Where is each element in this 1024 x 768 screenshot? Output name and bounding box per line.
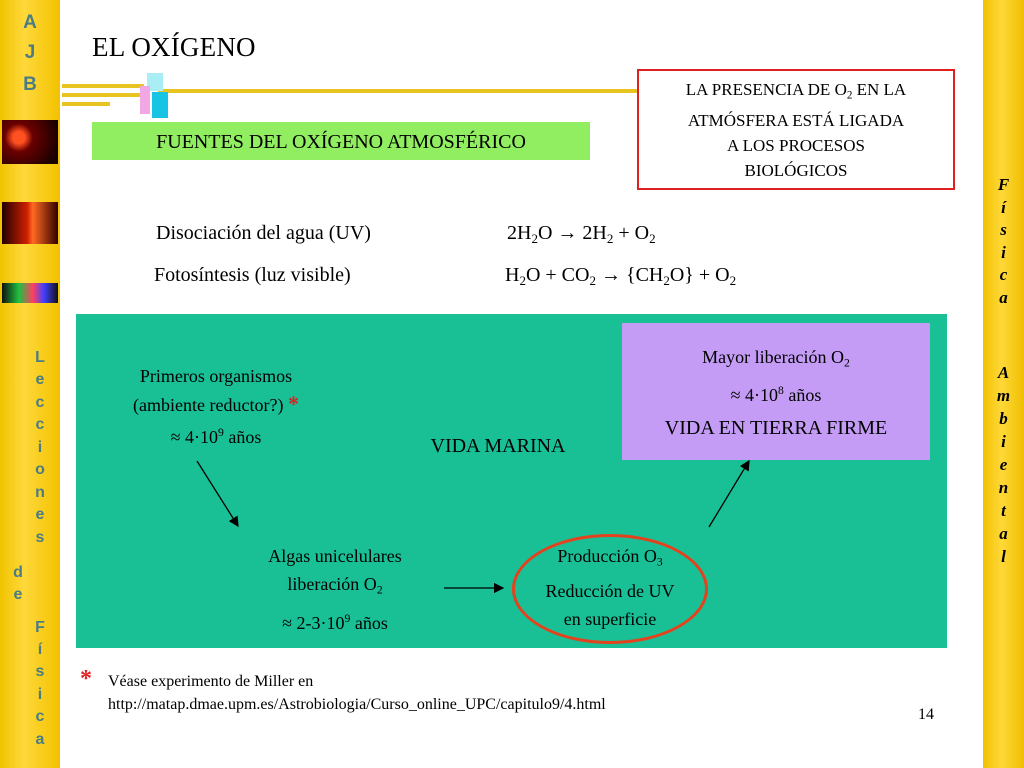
sidebar-char: í	[37, 641, 43, 658]
note-line: A LOS PROCESOS	[727, 136, 865, 156]
reaction1-equation: 2H2O → 2H2 + O2	[507, 222, 656, 246]
logo-letter: B	[23, 74, 37, 95]
reaction1-label: Disociación del agua (UV)	[156, 222, 371, 244]
sidebar-char: i	[1001, 432, 1006, 451]
sidebar-char: m	[996, 386, 1011, 405]
page-number: 14	[918, 706, 934, 723]
reaction2-label: Fotosíntesis (luz visible)	[154, 264, 351, 286]
right-sidebar: F í s i c a A m b i e n t a l	[983, 0, 1024, 768]
thumbnail-image	[2, 120, 58, 164]
sidebar-char: n	[35, 484, 45, 501]
sidebar-char: a	[999, 524, 1008, 543]
footnote-link[interactable]: http://matap.dmae.upm.es/Astrobiologia/C…	[108, 696, 606, 713]
note-box: LA PRESENCIA DE O2 EN LA ATMÓSFERA ESTÁ …	[637, 69, 955, 190]
subtitle-label: FUENTES DEL OXÍGENO ATMOSFÉRICO	[92, 122, 590, 160]
land-life-panel	[622, 323, 930, 460]
left-sidebar: A J B L e c c i o n e s d e F í s i c a	[0, 0, 60, 768]
sidebar-char: n	[998, 478, 1009, 497]
thumbnail-image	[2, 202, 58, 244]
sidebar-char: i	[1001, 243, 1006, 262]
sidebar-char: c	[35, 416, 45, 433]
sidebar-char: c	[999, 265, 1008, 284]
sidebar-char: c	[35, 394, 45, 411]
deco-square	[152, 92, 168, 118]
sidebar-char: A	[997, 363, 1010, 382]
divider	[62, 84, 144, 88]
marine-life-label: VIDA MARINA	[430, 435, 566, 457]
footnote: Véase experimento de Miller en http://ma…	[108, 670, 606, 716]
sidebar-char: F	[997, 175, 1010, 194]
ozone-text: Producción O3 Reducción de UV en superfi…	[545, 546, 675, 629]
deco-square	[140, 86, 150, 114]
thumbnail-image	[2, 283, 58, 303]
sidebar-char: o	[35, 461, 45, 478]
note-line: ATMÓSFERA ESTÁ LIGADA	[687, 111, 905, 131]
sidebar-char: c	[35, 708, 45, 725]
algae-text: Algas unicelulares liberación O2 ≈ 2-3·1…	[268, 546, 402, 633]
note-line: BIOLÓGICOS	[744, 161, 848, 181]
sidebar-char: l	[1001, 547, 1006, 566]
arrow-icon: →	[600, 264, 621, 286]
first-organisms-text: Primeros organismos (ambiente reductor?)…	[133, 366, 299, 448]
divider	[158, 89, 638, 93]
arrow-icon: →	[557, 222, 578, 244]
logo-letter: A	[23, 12, 37, 33]
asterisk-icon: *	[287, 391, 299, 416]
sidebar-char: i	[37, 439, 43, 456]
ozone-highlight-ellipse	[512, 534, 708, 644]
logo-letter: J	[24, 42, 36, 63]
sidebar-char: b	[999, 409, 1008, 428]
arrow-icon	[708, 459, 750, 528]
deco-square	[147, 73, 163, 91]
sidebar-char: í	[1001, 198, 1006, 217]
land-life-text: Mayor liberación O2 ≈ 4·108 años VIDA EN…	[664, 347, 888, 439]
sidebar-char: d	[13, 564, 23, 581]
note-line: LA PRESENCIA DE O2 EN LA	[685, 80, 907, 102]
sidebar-char: s	[1000, 220, 1007, 239]
sidebar-char: t	[1001, 501, 1006, 520]
sidebar-char: e	[35, 371, 45, 388]
sidebar-char: L	[35, 349, 45, 366]
sidebar-char: a	[35, 731, 45, 748]
arrow-icon	[196, 460, 239, 528]
sidebar-char: F	[35, 619, 45, 636]
footnote-asterisk-icon: *	[80, 666, 92, 692]
sidebar-char: a	[999, 288, 1008, 307]
sidebar-char: s	[35, 529, 45, 546]
divider	[62, 93, 144, 97]
sidebar-char: e	[13, 586, 23, 603]
reaction2-equation: H2O + CO2 → {CH2O} + O2	[505, 264, 737, 288]
sidebar-char: s	[35, 663, 45, 680]
sidebar-char: e	[999, 455, 1008, 474]
sidebar-char: e	[35, 506, 45, 523]
page-title: EL OXÍGENO	[92, 32, 256, 62]
sidebar-char: i	[37, 686, 43, 703]
divider	[62, 102, 110, 106]
